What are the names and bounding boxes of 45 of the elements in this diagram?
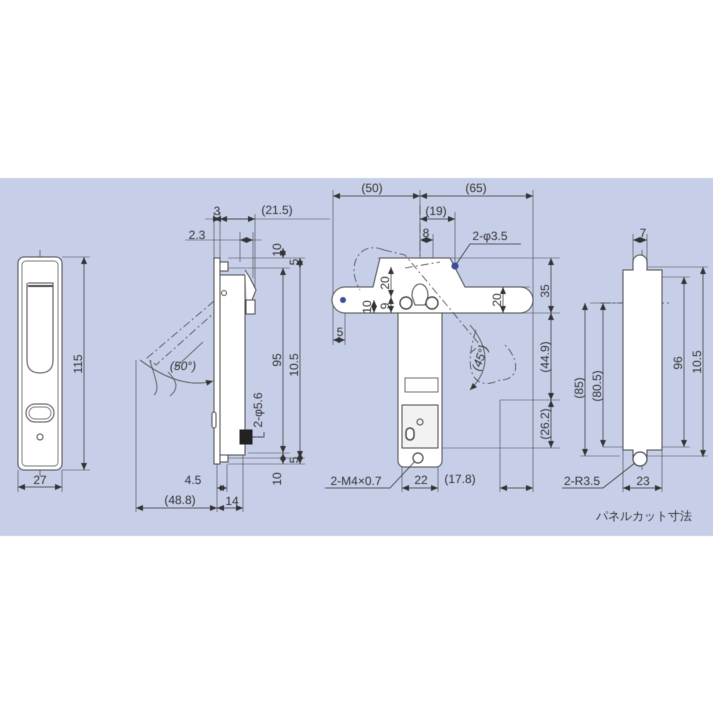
dimension-label: (50) (361, 182, 383, 194)
dimension-label: 10 (271, 472, 283, 486)
dimension-label: 3 (214, 205, 220, 217)
dimension-label: 23 (636, 475, 650, 487)
dimension-label: 7 (640, 227, 646, 239)
dimension-label: 10 (361, 300, 373, 314)
dimension-label: 115 (72, 354, 84, 374)
dimension-label: (26.2) (539, 408, 551, 440)
dimension-label: 14 (225, 495, 239, 507)
dimension-label: (21.5) (261, 204, 293, 216)
dimension-label: 4.5 (184, 474, 202, 486)
dimension-label: 5 (288, 456, 300, 464)
dimension-label: 20 (379, 276, 391, 290)
dimension-label: 10.5 (288, 353, 300, 377)
dimension-label: 5 (336, 326, 344, 338)
dimension-label: (80.5) (591, 370, 603, 402)
dimension-label: 9 (379, 302, 391, 310)
dimension-label: 10.5 (691, 350, 703, 374)
callout-label: 2-R3.5 (564, 475, 600, 487)
dimension-label: 20 (491, 293, 503, 307)
dimension-label: 96 (672, 356, 684, 370)
dimension-label: (65) (465, 182, 487, 194)
dimension-label: 2.3 (188, 229, 206, 241)
dimension-label: (48.8) (164, 494, 196, 506)
dimension-label: (50°) (170, 360, 196, 372)
dimension-label: 95 (271, 353, 283, 367)
screw-stud (240, 430, 252, 444)
callout-label: 2-φ5.6 (252, 392, 264, 428)
mounting-hole (412, 452, 424, 464)
dimension-label: 10 (271, 243, 283, 257)
callout-label: 2-φ3.5 (472, 230, 508, 242)
dimension-label: 27 (33, 474, 47, 486)
callout-label: 2-M4×0.7 (330, 475, 382, 487)
leader-line (324, 461, 415, 488)
dimension-label: 5 (288, 258, 300, 266)
leader-line (456, 244, 522, 264)
dimension-label: 8 (422, 227, 430, 239)
leader-line (252, 432, 264, 438)
dimension-label: (85) (573, 377, 585, 399)
dimension-label: (45°) (470, 344, 490, 372)
dimension-label: 35 (539, 284, 551, 298)
mounting-hole (451, 262, 459, 270)
leader-line (562, 462, 635, 488)
dimension-label: 22 (414, 474, 428, 486)
dimension-label: (44.9) (539, 341, 551, 373)
